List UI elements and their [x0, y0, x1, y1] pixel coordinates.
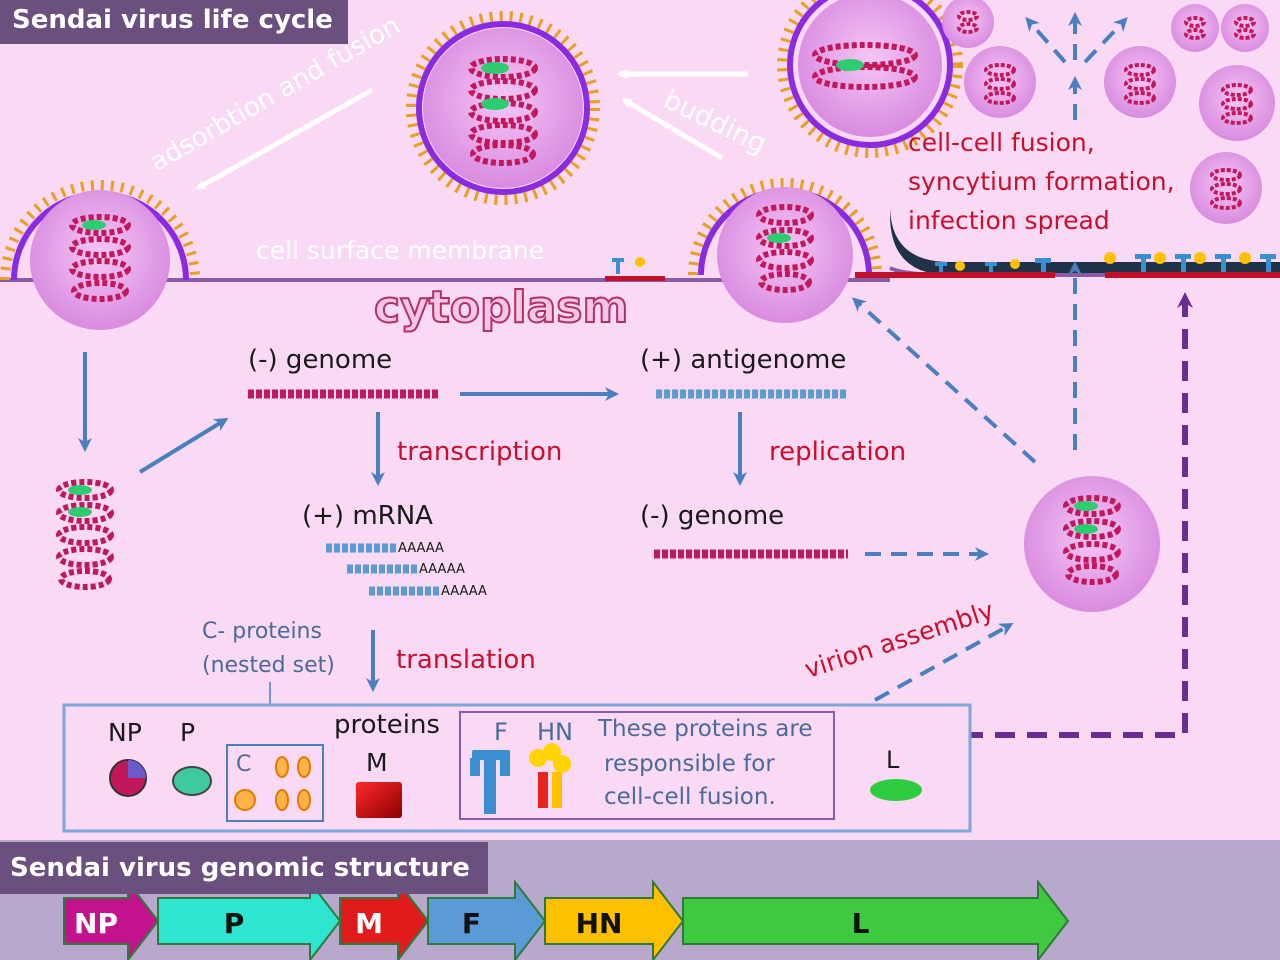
- hn-protein-icon: [529, 743, 571, 808]
- fusion-proteins-box: [459, 711, 835, 820]
- f-label: F: [494, 718, 508, 746]
- transcription-label: transcription: [397, 437, 563, 467]
- fusion-proteins-arrow: [835, 292, 1193, 738]
- neg-genome-label: (-) genome: [248, 345, 393, 375]
- released-virion: [777, 0, 963, 158]
- nucleocapsid: [56, 479, 114, 590]
- c-proteins-label-1: C- proteins: [202, 619, 322, 644]
- gene-arrow-m: [339, 879, 430, 960]
- mrna-label: (+) mRNA: [302, 501, 433, 531]
- polya-tail-3: AAAAA: [441, 584, 487, 599]
- fusion-note-3: cell-cell fusion.: [604, 784, 776, 810]
- gene-label-f: F: [461, 907, 482, 940]
- budding-arrow-2: [621, 97, 724, 161]
- c-protein-icons: [234, 756, 311, 811]
- p-label: P: [180, 718, 196, 747]
- p-protein-icon: [172, 766, 212, 796]
- virion-particle: [406, 11, 600, 205]
- fusion-label-2: syncytium formation,: [908, 167, 1175, 196]
- genomic-title: Sendai virus genomic structure: [0, 842, 488, 894]
- polya-tail-2: AAAAA: [419, 562, 465, 577]
- gene-label-m: M: [355, 907, 383, 940]
- arrow-to-genome: [138, 417, 229, 474]
- np-label: NP: [108, 718, 142, 747]
- gene-label-p: P: [223, 907, 245, 940]
- gene-label-np: NP: [74, 907, 118, 940]
- membrane-label: cell surface membrane: [256, 236, 545, 265]
- fusion-note-1: These proteins are: [598, 716, 813, 742]
- gene-arrow-np: [63, 879, 160, 960]
- l-label: L: [886, 746, 900, 774]
- membrane-glycoproteins: [605, 252, 1280, 281]
- gene-arrow-f: [427, 879, 547, 960]
- gene-arrow-hn: [544, 879, 685, 960]
- np-protein-icon: [109, 759, 147, 797]
- proteins-box: [62, 703, 972, 833]
- fusion-note-2: responsible for: [604, 751, 775, 777]
- translation-label: translation: [396, 645, 536, 675]
- replication-label: replication: [769, 437, 907, 467]
- fusion-label-1: cell-cell fusion,: [908, 128, 1095, 157]
- cytoplasm-label: cytoplasm: [373, 281, 629, 334]
- assembled-virion: [1024, 476, 1160, 612]
- c-label: C: [236, 752, 252, 777]
- budding-virion: [688, 178, 882, 323]
- gene-map: [63, 879, 1070, 960]
- m-label: M: [366, 748, 388, 777]
- pos-antigenome-label: (+) antigenome: [640, 345, 847, 375]
- adsorption-arrow: [195, 87, 374, 191]
- l-protein-icon: [870, 779, 922, 801]
- neg-genome-label-2: (-) genome: [640, 501, 785, 531]
- hn-label: HN: [537, 718, 573, 746]
- page-title: Sendai virus life cycle: [0, 0, 348, 44]
- gene-arrow-p: [157, 879, 342, 960]
- fusing-virion: [0, 180, 200, 330]
- polya-tail-1: AAAAA: [398, 541, 444, 556]
- c-proteins-label-2: (nested set): [202, 653, 335, 678]
- spread-arrow-left: [1025, 16, 1067, 64]
- to-budding-arrow: [852, 297, 1037, 464]
- f-protein-icon: [470, 750, 510, 814]
- c-protein-box: [226, 744, 324, 822]
- spread-arrow-right: [1083, 17, 1128, 64]
- gene-label-l: L: [851, 907, 870, 940]
- gene-label-hn: HN: [575, 907, 623, 940]
- m-protein-icon: [356, 782, 402, 818]
- gene-arrow-l: [682, 879, 1070, 960]
- proteins-heading: proteins: [334, 710, 440, 740]
- fusion-label-3: infection spread: [908, 206, 1110, 235]
- virion-label: virion: [462, 0, 524, 5]
- mrna-strands: [326, 543, 439, 596]
